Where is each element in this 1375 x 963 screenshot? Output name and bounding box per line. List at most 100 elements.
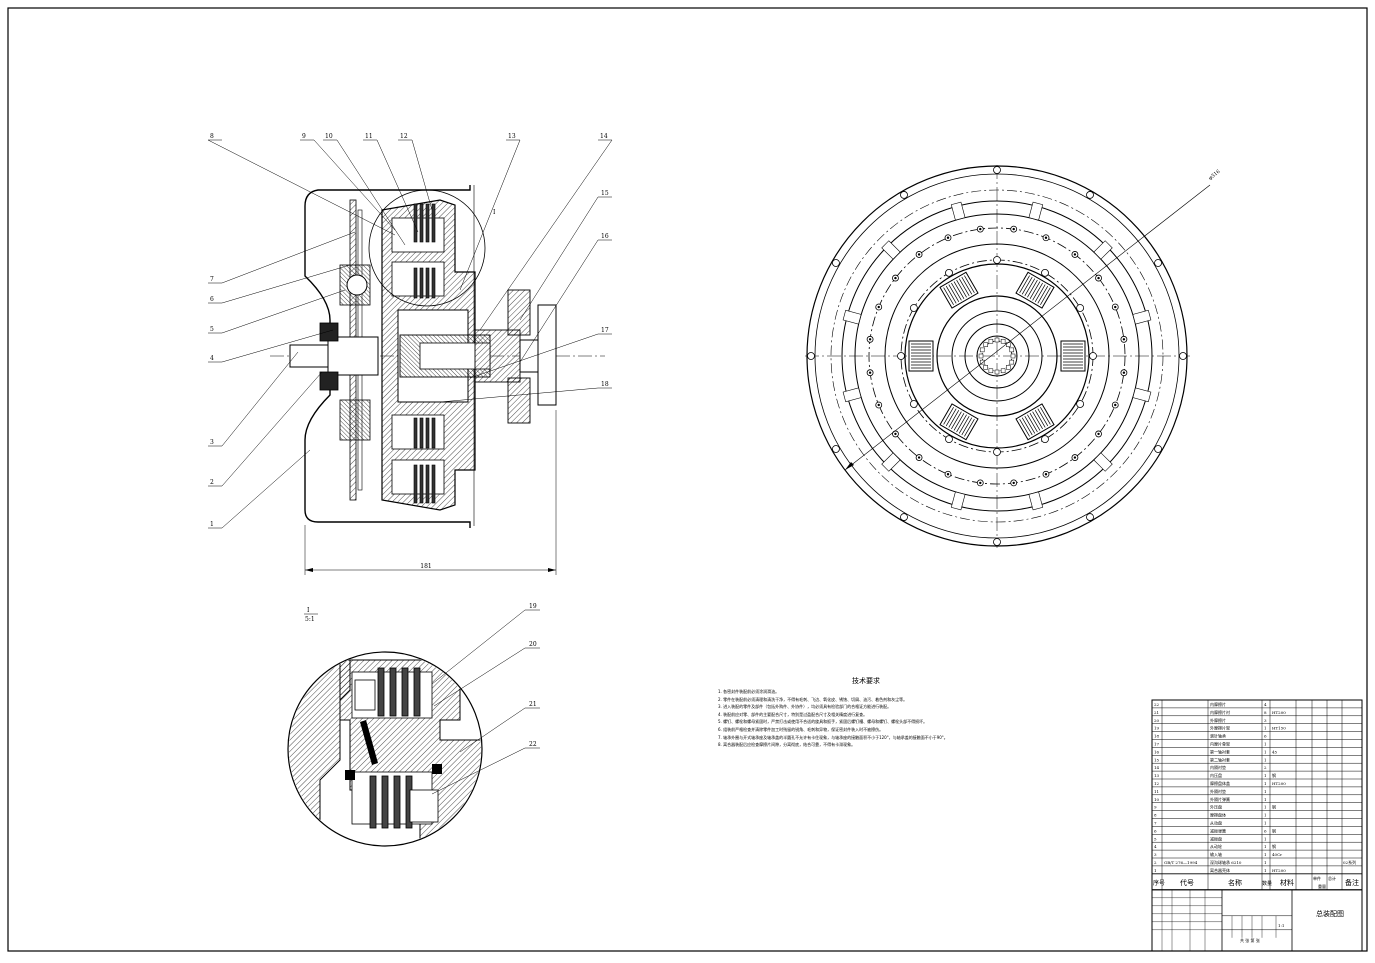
- inner-bolt-hole: [909, 304, 918, 312]
- slot: [1093, 452, 1113, 472]
- bom-qty: 1: [1264, 789, 1267, 794]
- bom-name: 外摩擦片架: [1210, 725, 1230, 731]
- bom-name: 深沟球轴承 6210: [1210, 859, 1242, 865]
- bom-name: 从动盘: [1210, 820, 1222, 826]
- inner-bolt-hole: [1041, 268, 1049, 277]
- mid-bolt-center: [979, 227, 982, 231]
- slot: [881, 452, 901, 472]
- detail-ref-label: Ⅰ: [493, 209, 496, 216]
- mid-bolt-center: [917, 253, 921, 256]
- bom-no: 6: [1154, 828, 1157, 833]
- spline-tooth: [988, 368, 994, 374]
- bom-no: 21: [1154, 710, 1159, 715]
- bom-no: 18: [1154, 734, 1160, 739]
- inner-bolt-hole: [1041, 435, 1049, 444]
- inner-bolt-hole: [1076, 400, 1085, 408]
- leader-line: [313, 139, 396, 231]
- leader-line: [519, 196, 599, 321]
- bom-name: 内摩擦片衬: [1210, 709, 1230, 715]
- leader-line: [221, 329, 334, 363]
- bom-no: 12: [1154, 781, 1160, 786]
- bom-qty: 3: [1264, 718, 1267, 723]
- bom-no: 1: [1154, 868, 1157, 873]
- leader-label-17: 17: [601, 327, 609, 334]
- bom-qty: 1: [1264, 852, 1267, 857]
- slot: [950, 201, 966, 221]
- spline-tooth: [1009, 347, 1015, 353]
- leader-line: [459, 707, 526, 753]
- spline-tooth: [1010, 353, 1016, 359]
- mid-bolt-center: [877, 403, 880, 407]
- mid-bolt-center: [877, 305, 880, 309]
- mid-bolt-center: [946, 473, 950, 476]
- mid-bolt-center: [1073, 253, 1077, 256]
- leader-label-16: 16: [601, 233, 609, 240]
- detail-scale-label-den: 5:1: [305, 616, 315, 623]
- bom-no: 17: [1154, 742, 1160, 747]
- spline-tooth: [1000, 368, 1006, 374]
- inner-bolt-hole: [993, 256, 1001, 264]
- bom-name: 内隔衬垫: [1210, 764, 1226, 770]
- tech-requirement-item: 3. 进入装配的零件及部件（包括外购件、外协件），均必须具有检验部门的合格证方能…: [718, 704, 892, 710]
- leader-label-12: 12: [400, 133, 408, 140]
- leader-line: [459, 139, 521, 291]
- leader-line: [376, 139, 419, 233]
- bom-material: HT150: [1272, 726, 1286, 731]
- leader-label-2: 2: [210, 479, 214, 486]
- leader-label-15: 15: [601, 190, 609, 197]
- outer-bolt-hole: [1179, 352, 1187, 360]
- mid-bolt-center: [1073, 456, 1077, 459]
- bom-qty: 1: [1264, 726, 1267, 731]
- leader-line: [433, 647, 526, 707]
- leader-label-6: 6: [210, 296, 214, 303]
- leader-line: [411, 139, 433, 211]
- outer-bolt-hole: [832, 259, 840, 267]
- diameter-label: φ316: [1208, 169, 1222, 182]
- mid-bolt-center: [894, 432, 897, 436]
- tech-requirement-item: 8. 离合器装配后应检查摩擦片间隙，分离彻底，结合可靠，不得有卡滞现象。: [718, 742, 856, 748]
- inner-bolt-hole: [909, 400, 918, 408]
- mid-bolt-center: [1097, 276, 1100, 280]
- outer-bolt-hole: [807, 352, 815, 360]
- leader-line: [336, 139, 406, 246]
- bom-name: 外摩擦片: [1210, 717, 1226, 723]
- bom-no: 7: [1154, 821, 1157, 826]
- leader-label-20: 20: [529, 641, 537, 648]
- bom-name: 内摩擦片: [1210, 701, 1226, 707]
- bom-no: 10: [1154, 797, 1160, 802]
- leader-line: [221, 289, 346, 334]
- outer-bolt-hole: [900, 191, 908, 199]
- outer-bolt-hole: [993, 538, 1001, 546]
- bom-no: 9: [1154, 805, 1157, 810]
- spline-tooth: [983, 365, 988, 370]
- bom-name: 第一轴衬套: [1210, 748, 1230, 754]
- bom-material: HT200: [1272, 710, 1286, 715]
- bom-name: 外隔片弹簧: [1210, 796, 1230, 802]
- mid-bolt-center: [1122, 338, 1126, 341]
- bom-no: 5: [1154, 836, 1157, 841]
- leader-line: [221, 231, 356, 284]
- damper-spring: [939, 403, 979, 441]
- bom-qty: 1: [1264, 781, 1267, 786]
- slot: [842, 387, 862, 403]
- leader-label-11: 11: [365, 133, 373, 140]
- sheet-count: 共 张 第 张: [1240, 937, 1260, 943]
- tech-requirement-item: 7. 轴承外圈与开式轴承座及轴承盖的半圆孔不允许有卡住现象，与轴承座的接触面积不…: [718, 734, 948, 740]
- spline-tooth: [978, 353, 984, 359]
- slot: [950, 491, 966, 511]
- bom-header-single: 单件: [1313, 875, 1321, 881]
- leader-label-7: 7: [210, 276, 214, 283]
- bom-name: 第二轴衬套: [1210, 756, 1230, 762]
- tech-requirements-title: 技术要求: [852, 677, 880, 685]
- tech-requirement-item: 4. 装配前应对零、部件的主要配合尺寸，特别是过盈配合尺寸及相关精度进行复查。: [718, 711, 868, 717]
- damper-spring: [1015, 271, 1055, 309]
- spline-tooth: [994, 337, 1000, 343]
- leader-line: [519, 239, 599, 363]
- leader-label-4: 4: [210, 355, 214, 362]
- bom-header-weight: 重量: [1318, 883, 1326, 889]
- leader-line: [207, 139, 396, 236]
